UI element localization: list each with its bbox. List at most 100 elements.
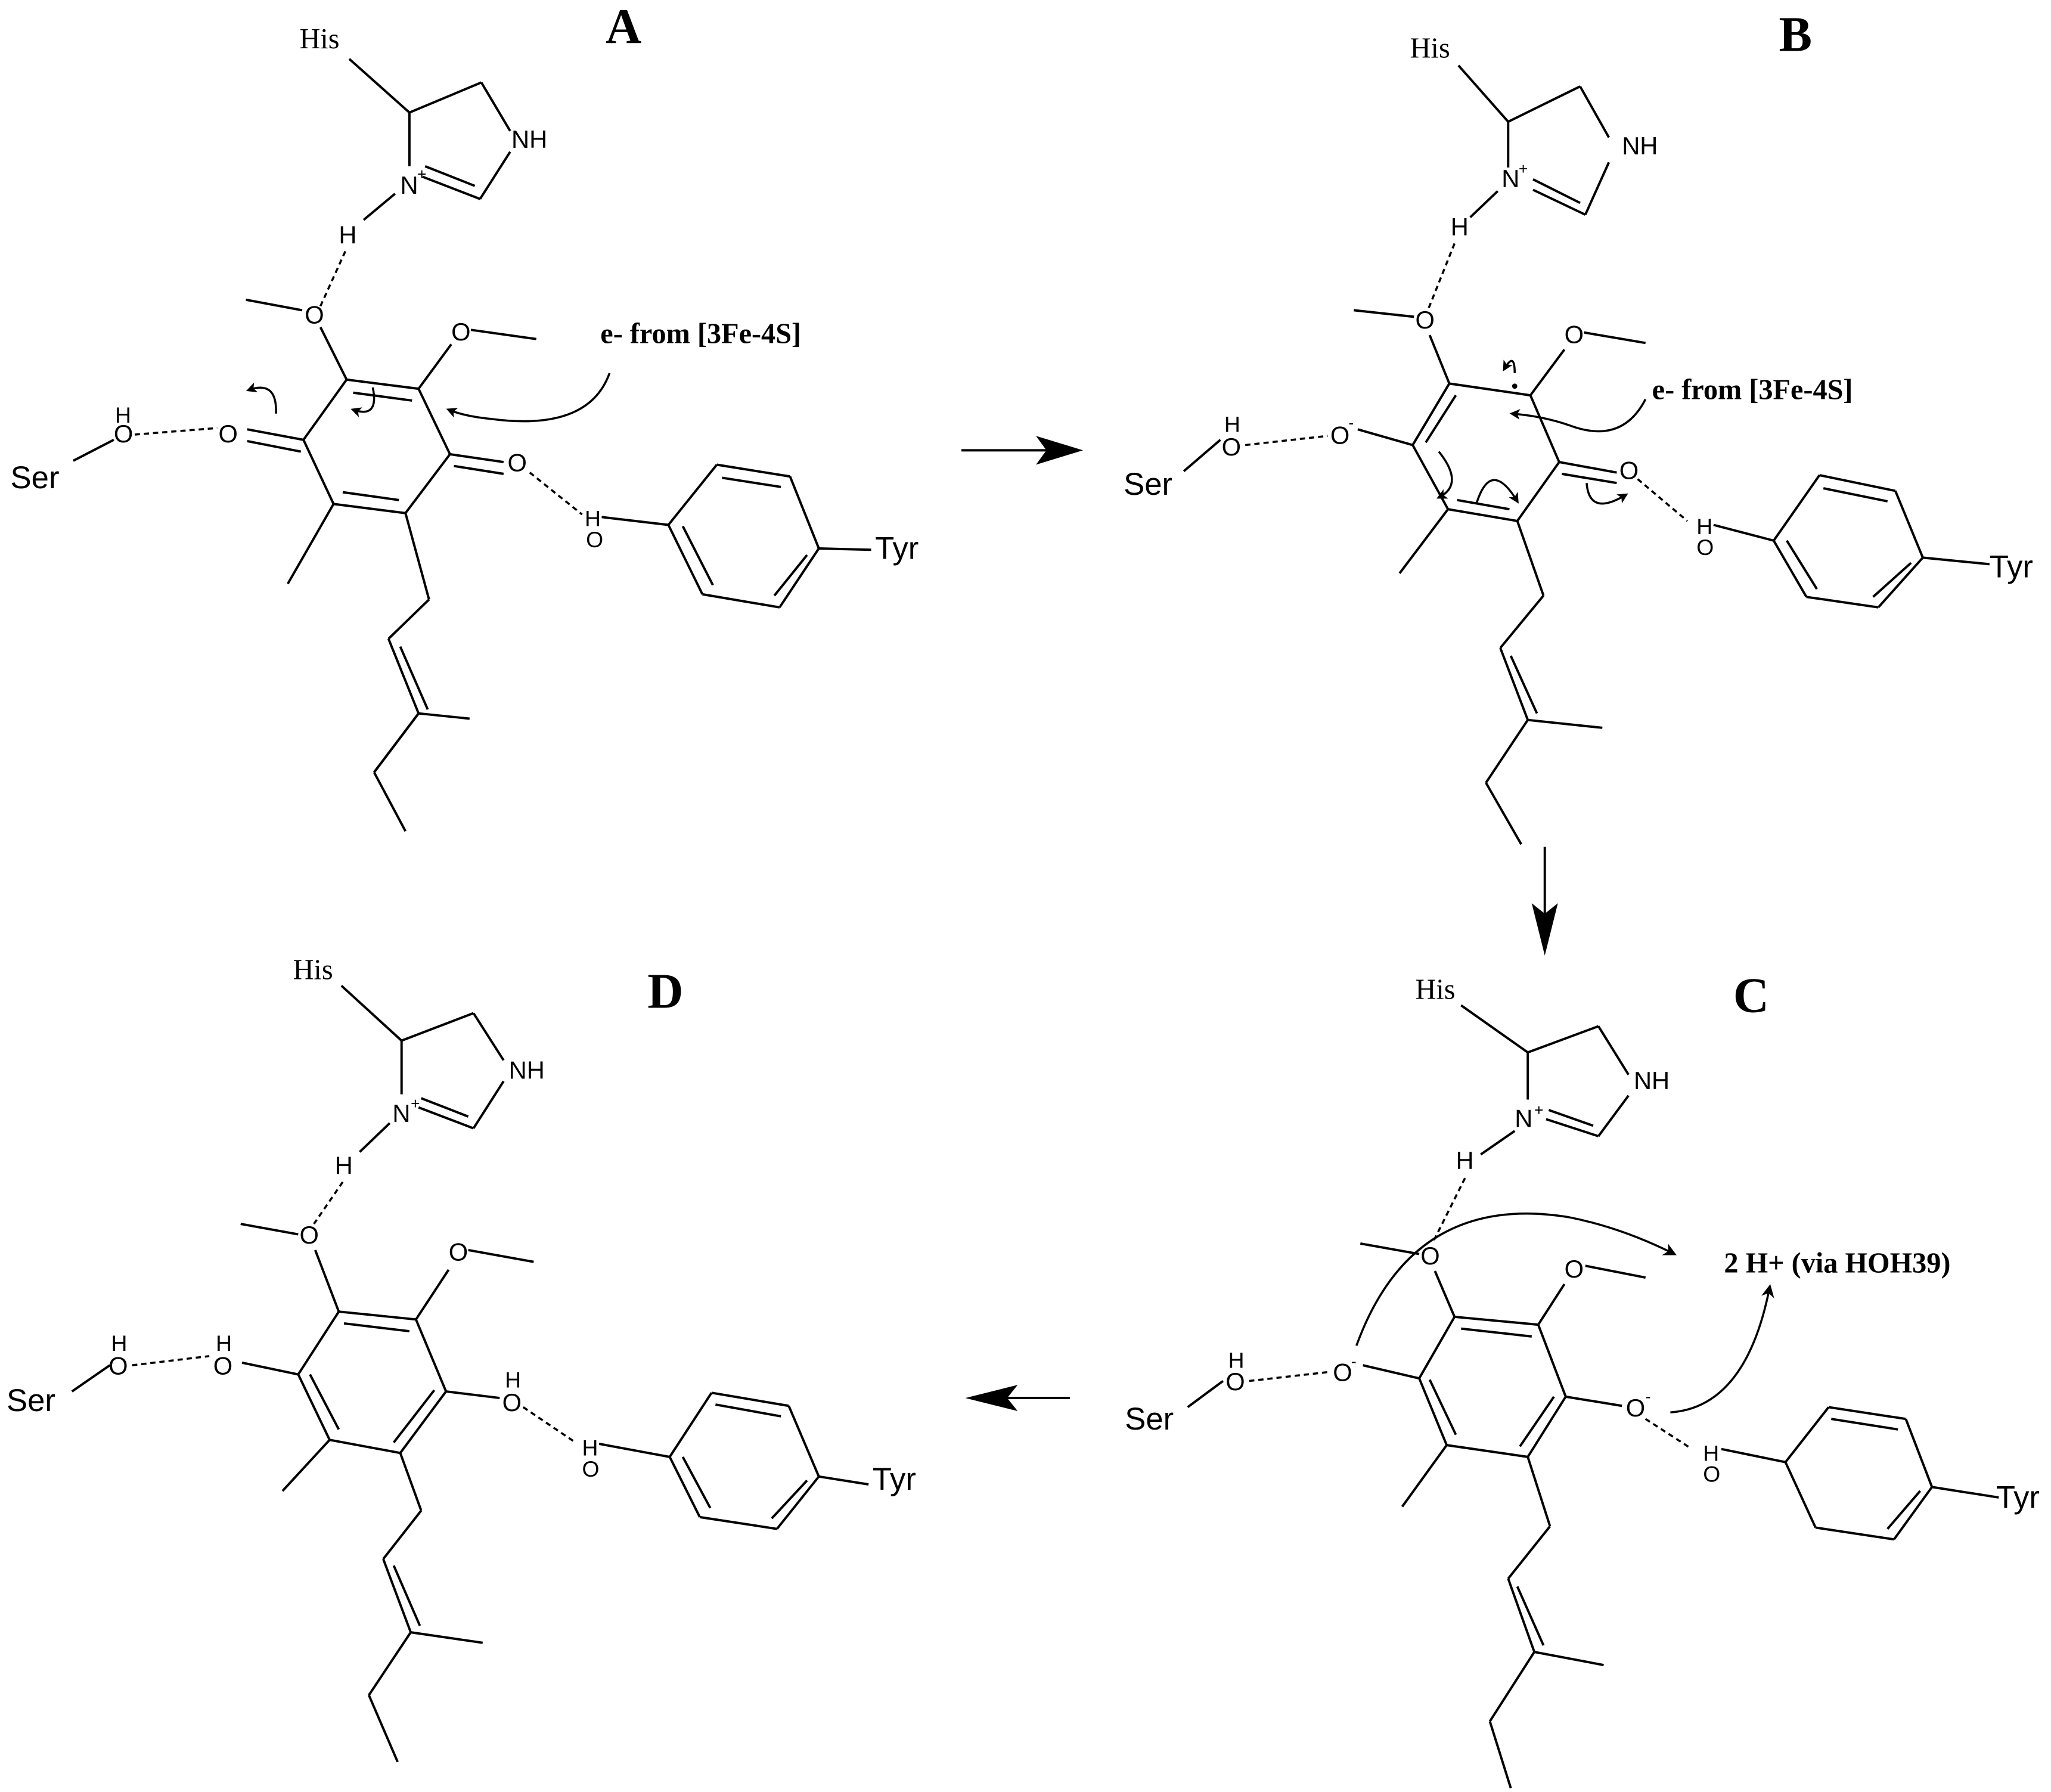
bond-line: [1509, 655, 1538, 714]
panel-d: D His NH N + H O O: [7, 954, 916, 1763]
bond-line: [1585, 1264, 1646, 1279]
bond-line: [1886, 1490, 1922, 1530]
arrow-head-right: [1036, 436, 1084, 465]
bond-line: [470, 328, 537, 340]
quinone-a: O O O O: [218, 298, 537, 832]
bond-line: [1516, 1586, 1545, 1646]
bond-line: [424, 165, 476, 187]
bond-line: [415, 1269, 450, 1320]
bond-line: [1488, 1720, 1512, 1789]
tyrosine-a: H O Tyr: [529, 463, 919, 609]
panel-c: C His NH N + H O O: [1125, 968, 2040, 1789]
tyr-o: O: [582, 1456, 600, 1481]
bond-line: [368, 1694, 399, 1763]
o-phenolate-1: O: [1333, 1359, 1352, 1387]
bond-line: [1597, 1025, 1630, 1075]
tyrosine-d: H O Tyr: [522, 1391, 916, 1530]
bond-line: [1507, 1578, 1536, 1653]
his-label: His: [300, 23, 340, 55]
bond-line: [1516, 520, 1545, 596]
curly-arrow-radical: [1503, 359, 1516, 373]
bond-line: [382, 1509, 423, 1560]
hydrogen-bond: [529, 472, 583, 516]
panel-label-a: A: [606, 0, 641, 54]
bond-line: [1529, 349, 1566, 396]
bond-line: [1721, 1447, 1786, 1464]
bond-line: [1447, 508, 1518, 522]
tyrosine-b: H O Tyr: [1637, 474, 2033, 609]
hydrogen-bond: [1644, 1418, 1691, 1449]
bond-line: [1584, 331, 1646, 345]
ser-label: Ser: [7, 1383, 55, 1418]
nh-label: NH: [1634, 1066, 1670, 1095]
bond-line: [1579, 85, 1610, 138]
bond-line: [1534, 1651, 1604, 1666]
bond-line: [1784, 1461, 1817, 1529]
bond-line: [1872, 562, 1912, 598]
bond-line: [716, 463, 790, 478]
bond-line: [314, 1250, 340, 1312]
bond-line: [1183, 439, 1221, 472]
bond-line: [353, 391, 412, 402]
serine-a: Ser O H: [11, 402, 218, 495]
bond-line: [1488, 1651, 1535, 1722]
bond-line: [1532, 188, 1586, 216]
n-plus-label: N: [392, 1099, 410, 1127]
transition-arrow-b-c: [1531, 847, 1558, 956]
panel-label-c: C: [1733, 968, 1769, 1023]
o-methoxy-2: O: [449, 1238, 468, 1266]
h-label: H: [339, 221, 356, 249]
bond-line: [1433, 1270, 1456, 1317]
radical-dot: [1512, 383, 1518, 389]
arrow-head-left: [965, 1385, 1018, 1412]
curly-arrow-carbonyl: [246, 382, 277, 414]
h-label: H: [335, 1152, 353, 1180]
bond-line: [1819, 474, 1896, 492]
bond-line: [1428, 334, 1451, 385]
bond-line: [1485, 719, 1529, 784]
bond-line: [1354, 309, 1414, 318]
tyr-o: O: [1696, 535, 1714, 560]
bond-line: [1773, 474, 1821, 541]
serine-b: Ser O H: [1124, 412, 1328, 502]
bond-line: [1931, 1486, 1999, 1499]
bond-line: [446, 1390, 500, 1400]
hydrogen-bond: [1245, 435, 1328, 447]
bond-line: [1529, 395, 1560, 463]
bond-line: [1784, 1406, 1830, 1463]
bond-line: [1786, 540, 1818, 590]
hydrogen-bond: [132, 1355, 210, 1366]
hydrogen-bond: [1427, 243, 1456, 309]
bond-line: [818, 547, 871, 551]
bond-line: [667, 464, 718, 526]
curly-arrow-ring-2: [1475, 479, 1519, 504]
bond-line: [1526, 1396, 1567, 1458]
bond-line: [1418, 1316, 1456, 1379]
bond-line: [787, 1405, 820, 1477]
nh-label: NH: [1622, 132, 1658, 160]
proton-destination-label: 2 H+ (via HOH39): [1724, 1247, 1950, 1279]
ser-o: O: [114, 420, 133, 448]
o-methoxy-2: O: [1565, 320, 1584, 348]
bond-line: [387, 638, 420, 714]
transition-arrow-a-b: [961, 436, 1084, 465]
ser-h: H: [111, 1331, 128, 1356]
bond-line: [302, 439, 335, 505]
serine-d: Ser O H: [7, 1331, 210, 1418]
bond-line: [1537, 1283, 1566, 1326]
ser-h: H: [1224, 412, 1240, 437]
hydrogen-bond: [1637, 478, 1689, 522]
panel-b: B His NH N + H O O: [1124, 8, 2033, 845]
ser-o: O: [1225, 1368, 1245, 1396]
bond-line: [1398, 508, 1449, 574]
bond-line: [409, 81, 482, 114]
bond-line: [319, 327, 348, 380]
serine-c: Ser O H: [1125, 1348, 1331, 1437]
bond-line: [1411, 383, 1451, 446]
tyrosine-c: H O Tyr: [1644, 1406, 2040, 1541]
bond-line: [702, 593, 780, 609]
bond-line: [422, 175, 481, 200]
tyr-label: Tyr: [1990, 549, 2033, 584]
bond-line: [681, 525, 714, 586]
bond-line: [1894, 490, 1924, 559]
